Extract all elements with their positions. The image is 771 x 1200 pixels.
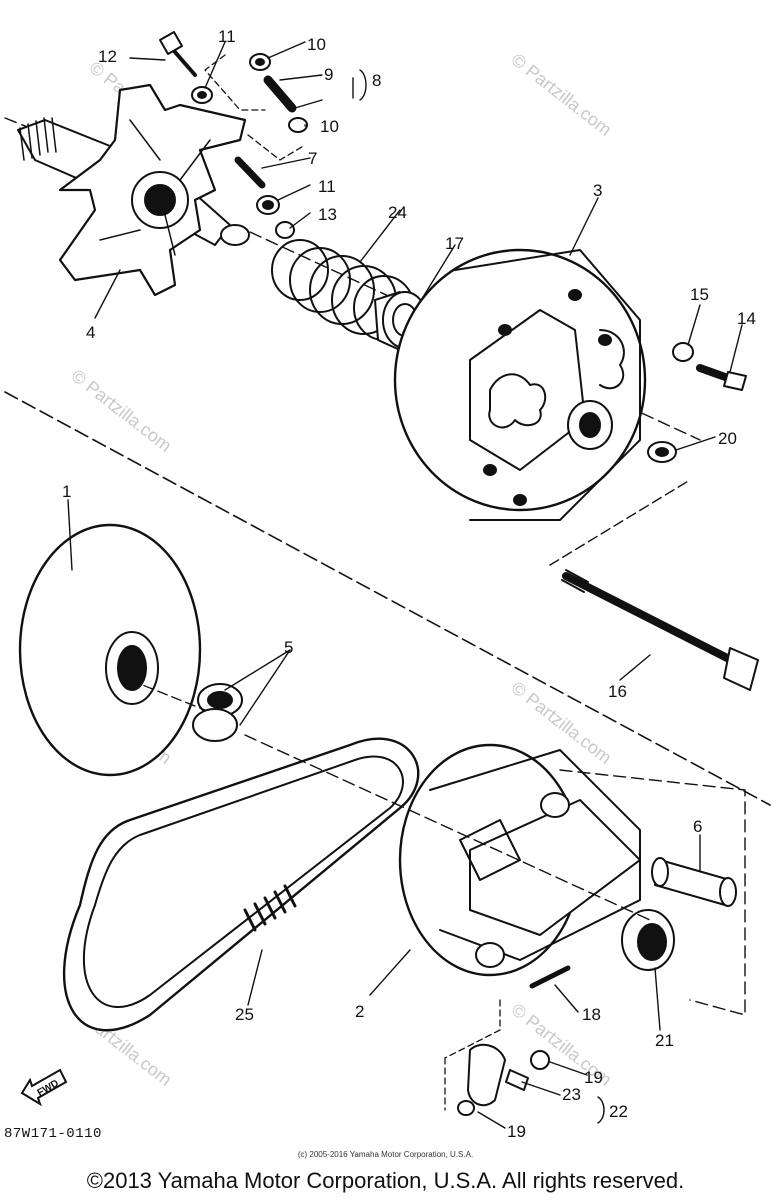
assembly-guide [244,734,651,921]
copyright-notice: ©2013 Yamaha Motor Corporation, U.S.A. A… [86,1168,685,1193]
watermark: © Partzilla.com [68,365,176,455]
callout-p20: 20 [718,429,737,448]
callout-p15: 15 [690,285,709,304]
callout-p4: 4 [86,323,95,342]
clutch-half [398,743,641,977]
spring [271,239,415,341]
callout-p25: 25 [235,1005,254,1024]
callout-p6: 6 [693,817,702,836]
drive-belt [62,737,420,1032]
callout-p12: 12 [98,47,117,66]
small-credit: (c) 2005-2016 Yamaha Motor Corporation, … [297,1150,474,1159]
assembly-guide [559,769,746,1016]
callout-p17: 17 [445,234,464,253]
sheave [18,523,202,777]
fwd-arrow-icon: FWD [20,1068,68,1107]
callout-p10b: 10 [320,117,339,136]
callout-p14: 14 [737,309,756,328]
callout-p9: 9 [324,65,333,84]
callout-p19b: 19 [507,1122,526,1141]
callout-p11b: 11 [318,177,336,196]
leader-lines [67,41,743,1129]
callout-p22: 22 [609,1102,628,1121]
bolt-hardware [647,342,747,463]
cover-assembly [393,248,647,521]
pin-hardware [159,31,308,239]
callout-p2: 2 [355,1002,364,1021]
callout-p24: 24 [388,203,407,222]
callout-p21: 21 [655,1031,674,1050]
callout-p8: 8 [372,71,381,90]
watermark: © Partzilla.com [508,49,616,139]
callout-p3: 3 [593,181,602,200]
callout-p13: 13 [318,205,337,224]
diagram-code: 87W171-0110 [4,1126,102,1142]
callouts: 1234567891010111112131415161718191920212… [62,27,756,1141]
axis-leader [4,117,701,441]
callout-p18: 18 [582,1005,601,1024]
callout-p10a: 10 [307,35,326,54]
assembly-guide [129,679,206,711]
callout-p16: 16 [608,682,627,701]
spider-assembly [17,83,250,297]
pin [529,965,571,989]
callout-p19a: 19 [584,1068,603,1087]
callout-p1: 1 [62,482,71,501]
callout-p11a: 11 [218,27,236,46]
sleeve [651,857,737,907]
sheave-bushings [192,683,243,742]
callout-p5: 5 [284,638,293,657]
callout-p7: 7 [308,149,317,168]
callout-p23: 23 [562,1085,581,1104]
separator-line [4,391,771,806]
seal-ring [621,909,675,971]
weight-assembly [444,999,550,1116]
long-bolt [549,479,759,691]
